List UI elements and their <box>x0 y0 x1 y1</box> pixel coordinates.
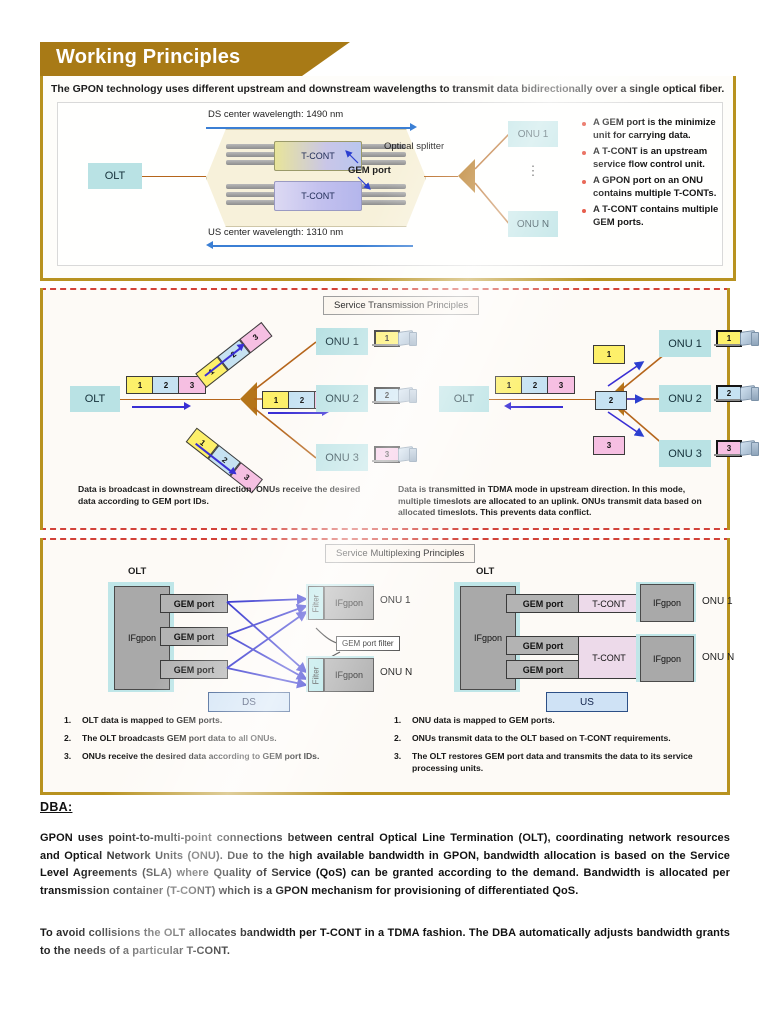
step-text: ONUs receive the desired data according … <box>82 751 320 761</box>
filter-label: Filter <box>311 594 321 612</box>
panel-dashed-top <box>40 288 730 290</box>
page-title: Working Principles <box>56 46 241 68</box>
dba-paragraph-1: GPON uses point-to-multi-point connectio… <box>40 832 730 897</box>
gem-port-filter-callout: GEM port filter <box>336 636 400 651</box>
step-number: 1. <box>64 715 72 725</box>
panel-service-transmission: Service Transmission Principles OLT 1 2 … <box>40 288 759 530</box>
onu1-ifgpon-us: IFgpon <box>640 584 694 622</box>
pc-icon <box>398 445 417 463</box>
branch2-arrow-line <box>268 412 324 414</box>
host-screen-base <box>372 460 398 462</box>
step-item: 2. ONUs transmit data to the OLT based on… <box>392 732 712 744</box>
onu-box-first: ONU 1 <box>508 121 558 147</box>
step-item: 3. The OLT restores GEM port data and tra… <box>392 750 712 774</box>
us-step-list: 1. ONU data is mapped to GEM ports. 2. ONU… <box>392 714 712 780</box>
principles-bullet-list: A GEM port is the minimize unit for carr… <box>582 117 720 233</box>
caption-upstream: Data is transmitted in TDMA mode in upst… <box>398 484 702 517</box>
panel-dashed-top <box>40 538 730 540</box>
olt-label-us: OLT <box>476 566 495 577</box>
section-title-multiplexing: Service Multiplexing Principles <box>325 544 476 563</box>
step-number: 2. <box>394 733 402 743</box>
step-number: 3. <box>64 751 72 761</box>
host-screen-base <box>714 344 740 346</box>
onu-box: ONU 1 <box>316 328 368 355</box>
step-text: The OLT broadcasts GEM port data to all … <box>82 733 277 743</box>
direction-badge-ds: DS <box>208 692 290 712</box>
onu-box: ONU 2 <box>659 385 711 412</box>
filter-label: Filter <box>311 666 321 684</box>
banner-tail-shape <box>302 42 350 76</box>
gem-port-us: GEM port <box>506 636 580 655</box>
panel-service-multiplexing: Service Multiplexing Principles OLT IFgp… <box>40 538 734 795</box>
pc-icon <box>740 384 759 402</box>
packet: 1 <box>593 345 625 364</box>
onu-box: ONU 2 <box>316 385 368 412</box>
onu-label-last-us: ONU N <box>702 652 735 663</box>
intro-text: The GPON technology uses different upstr… <box>51 83 725 95</box>
gem-port-us: GEM port <box>506 594 580 613</box>
pc-icon <box>740 439 759 457</box>
bullet-item: A T-CONT contains multiple GEM ports. <box>582 204 720 229</box>
packet: 2 <box>288 391 316 409</box>
onu-label-last-ds: ONU N <box>380 667 413 678</box>
step-number: 3. <box>394 751 402 761</box>
step-number: 1. <box>394 715 402 725</box>
multiplexing-ds-diagram: OLT IFgpon GEM port GEM port GEM port <box>40 564 412 712</box>
onu-box: ONU 1 <box>659 330 711 357</box>
filter-box-ds: Filter <box>308 586 324 620</box>
bullet-item: A T-CONT is an upstream service flow con… <box>582 146 720 171</box>
us-wavelength-label: US center wavelength: 1310 nm <box>208 227 344 238</box>
onu-label-first-ds: ONU 1 <box>380 595 411 606</box>
onu-box: ONU 3 <box>659 440 711 467</box>
dba-heading: DBA: <box>40 800 73 814</box>
onun-ifgpon-us: IFgpon <box>640 636 694 682</box>
step-text: ONUs transmit data to the OLT based on T… <box>412 733 671 743</box>
step-item: 3. ONUs receive the desired data accordin… <box>62 750 382 762</box>
pc-icon <box>740 329 759 347</box>
gem-port-us: GEM port <box>506 660 580 679</box>
host-screen-base <box>372 401 398 403</box>
tcont-box-us: T-CONT <box>578 636 640 679</box>
step-text: OLT data is mapped to GEM ports. <box>82 715 223 725</box>
upstream-diagram: OLT 1 2 3 1 2 3 ONU 1 ONU 2 ONU 3 1 <box>425 318 759 478</box>
host-screen-base <box>372 344 398 346</box>
onu-box: ONU 3 <box>316 444 368 471</box>
packet: 2 <box>595 391 627 410</box>
step-text: ONU data is mapped to GEM ports. <box>412 715 555 725</box>
step-item: 2. The OLT broadcasts GEM port data to al… <box>62 732 382 744</box>
us-arrow-line <box>213 245 413 247</box>
onu-box-last: ONU N <box>508 211 558 237</box>
dba-paragraph-2: To avoid collisions the OLT allocates ba… <box>40 927 730 957</box>
step-item: 1. ONU data is mapped to GEM ports. <box>392 714 712 726</box>
step-item: 1. OLT data is mapped to GEM ports. <box>62 714 382 726</box>
caption-downstream: Data is broadcast in downstream directio… <box>78 484 361 506</box>
onun-ifgpon-ds: IFgpon <box>324 658 374 692</box>
downstream-diagram: OLT 1 2 3 123 1 2 <box>40 318 417 494</box>
tcont-box-us: T-CONT <box>578 594 640 613</box>
packet: 3 <box>593 436 625 455</box>
pc-icon <box>398 329 417 347</box>
step-number: 2. <box>64 733 72 743</box>
host-screen-base <box>714 399 740 401</box>
section-banner: Working Principles <box>40 42 730 76</box>
bullet-item: A GPON port on an ONU contains multiple … <box>582 175 720 200</box>
multiplexing-us-diagram: OLT IFgpon GEM port GEM port GEM port T-… <box>428 564 734 712</box>
panel-working-principles: The GPON technology uses different upstr… <box>40 76 736 281</box>
section-title-transmission: Service Transmission Principles <box>323 296 480 315</box>
ellipsis-vertical: ⋮ <box>526 163 540 178</box>
onu1-ifgpon-ds: IFgpon <box>324 586 374 620</box>
ds-step-list: 1. OLT data is mapped to GEM ports. 2. The… <box>62 714 382 768</box>
diagram-wavelengths: DS center wavelength: 1490 nm T-CONT <box>57 102 723 266</box>
host-screen-base <box>714 454 740 456</box>
direction-badge-us: US <box>546 692 628 712</box>
step-text: The OLT restores GEM port data and trans… <box>412 751 693 773</box>
us-arrow-head <box>206 241 213 249</box>
pc-icon <box>398 386 417 404</box>
panel-dashed-bottom <box>40 528 730 530</box>
bullet-item: A GEM port is the minimize unit for carr… <box>582 117 720 142</box>
filter-box-ds: Filter <box>308 658 324 692</box>
packet: 1 <box>262 391 290 409</box>
onu-label-first-us: ONU 1 <box>702 596 733 607</box>
